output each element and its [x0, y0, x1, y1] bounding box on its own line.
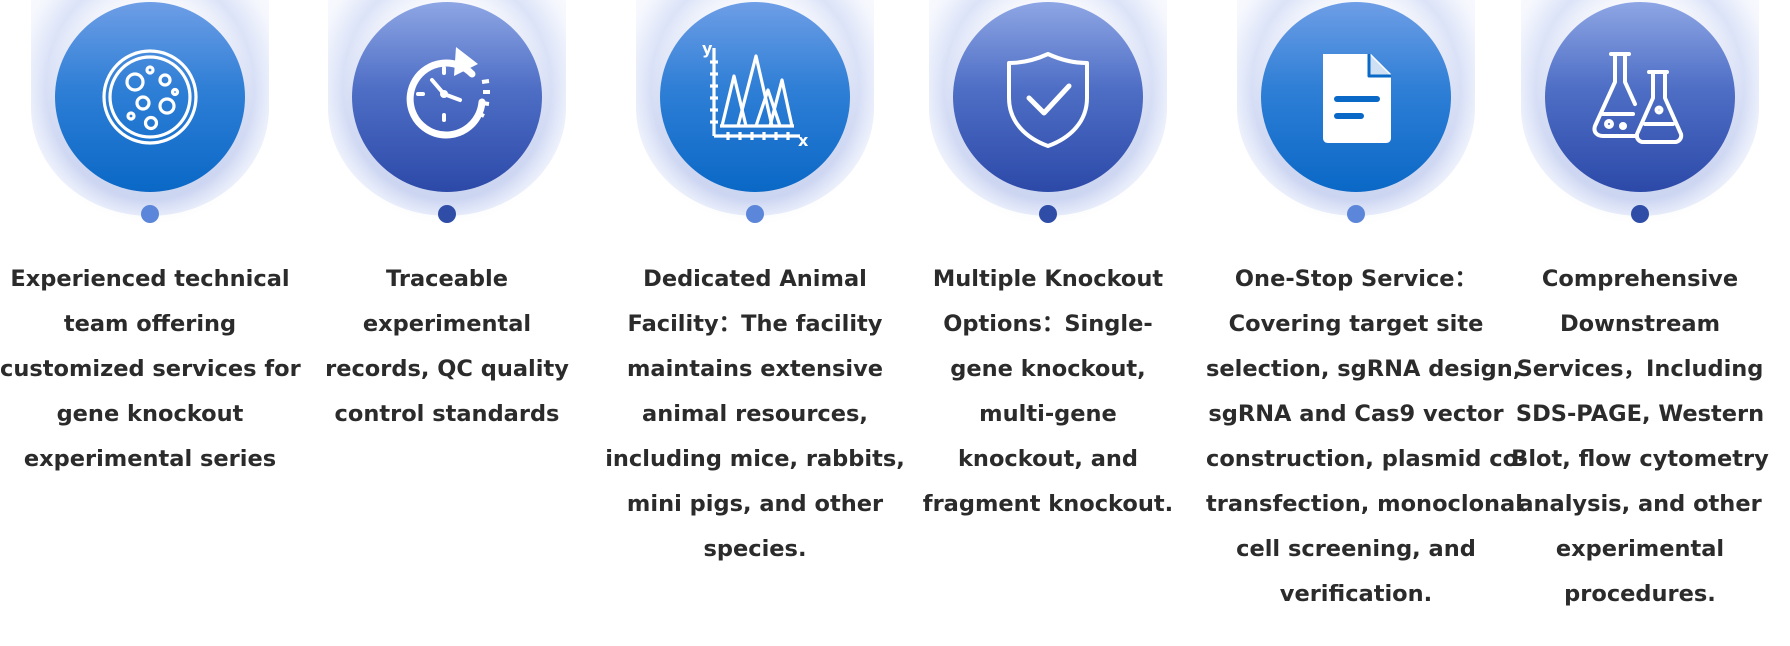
- feature-text: One-Stop Service： Covering target site s…: [1206, 257, 1528, 617]
- feature-text-line: Downstream: [1559, 311, 1721, 337]
- feature-text-line: transfection, monoclonal: [1206, 491, 1523, 517]
- feature-text-line: Comprehensive: [1541, 266, 1739, 292]
- feature-text-line: sgRNA and Cas9 vector: [1208, 401, 1504, 427]
- feature-text-line: Multiple Knockout: [932, 266, 1164, 292]
- feature-experienced-team: Experienced technical team offering cust…: [0, 0, 301, 646]
- feature-text-line: team offering: [63, 311, 237, 337]
- axis-y-letter: y: [702, 39, 713, 58]
- feature-text: Multiple Knockout Options：Single- gene k…: [898, 257, 1198, 527]
- feature-text: Traceable experimental records, QC quali…: [297, 257, 597, 437]
- feature-text-line: Facility：The facility: [627, 311, 883, 337]
- petri-dish-icon: [55, 2, 245, 192]
- feature-text-line: animal resources,: [642, 401, 868, 427]
- feature-text-line: records, QC quality: [325, 356, 569, 382]
- shield-check-icon: [953, 2, 1143, 192]
- feature-text-line: Traceable: [385, 266, 508, 292]
- chart-peaks-icon: y x: [660, 2, 850, 192]
- feature-text-line: SDS-PAGE, Western: [1515, 401, 1765, 427]
- clock-refresh-icon: [352, 2, 542, 192]
- feature-text-line: experimental: [362, 311, 532, 337]
- feature-text-line: verification.: [1279, 581, 1433, 607]
- feature-text-line: gene knockout: [56, 401, 244, 427]
- feature-text-line: Blot, flow cytometry: [1511, 446, 1769, 472]
- feature-text-line: experimental: [1555, 536, 1725, 562]
- icon-circle: [1545, 2, 1735, 192]
- feature-text: Comprehensive Downstream Services，Includ…: [1490, 257, 1790, 617]
- icon-circle: [953, 2, 1143, 192]
- feature-text-line: One-Stop Service：: [1234, 266, 1478, 292]
- feature-text-line: Experienced technical: [10, 266, 290, 292]
- axis-x-letter: x: [798, 131, 809, 150]
- feature-text-line: knockout, and: [957, 446, 1139, 472]
- feature-downstream-services: Comprehensive Downstream Services，Includ…: [1490, 0, 1790, 646]
- timeline-dot: [746, 205, 764, 223]
- feature-text: Experienced technical team offering cust…: [0, 257, 301, 482]
- feature-text-line: multi-gene: [979, 401, 1117, 427]
- feature-traceable-records: Traceable experimental records, QC quali…: [297, 0, 597, 646]
- feature-text: Dedicated Animal Facility：The facility m…: [605, 257, 905, 572]
- feature-text-line: customized services for: [0, 356, 301, 382]
- feature-text-line: fragment knockout.: [922, 491, 1174, 517]
- icon-circle: [660, 2, 850, 192]
- feature-text-line: selection, sgRNA design,: [1206, 356, 1522, 382]
- feature-text-line: control standards: [334, 401, 560, 427]
- feature-text-line: cell screening, and: [1236, 536, 1476, 562]
- feature-text-line: analysis, and other: [1518, 491, 1762, 517]
- flask-beaker-icon: [1545, 2, 1735, 192]
- feature-knockout-options: Multiple Knockout Options：Single- gene k…: [898, 0, 1198, 646]
- feature-one-stop-service: One-Stop Service： Covering target site s…: [1206, 0, 1528, 646]
- feature-text-line: including mice, rabbits,: [605, 446, 905, 472]
- timeline-dot: [1347, 205, 1365, 223]
- feature-text-line: Services，Including: [1516, 356, 1764, 382]
- feature-text-line: gene knockout,: [950, 356, 1146, 382]
- feature-animal-facility: y x Dedicated Animal Facility：The facili…: [605, 0, 905, 646]
- timeline-dot: [1039, 205, 1057, 223]
- timeline-dot: [141, 205, 159, 223]
- feature-text-line: mini pigs, and other: [626, 491, 884, 517]
- feature-text-line: Covering target site: [1228, 311, 1484, 337]
- feature-text-line: experimental series: [23, 446, 277, 472]
- timeline-dot: [438, 205, 456, 223]
- icon-circle: [55, 2, 245, 192]
- feature-text-line: procedures.: [1564, 581, 1716, 607]
- feature-text-line: Dedicated Animal: [643, 266, 867, 292]
- feature-text-line: Options：Single-: [943, 311, 1153, 337]
- timeline-dot: [1631, 205, 1649, 223]
- feature-text-line: species.: [703, 536, 807, 562]
- feature-text-line: maintains extensive: [626, 356, 884, 382]
- feature-text-line: construction, plasmid co-: [1206, 446, 1528, 472]
- document-icon: [1261, 2, 1451, 192]
